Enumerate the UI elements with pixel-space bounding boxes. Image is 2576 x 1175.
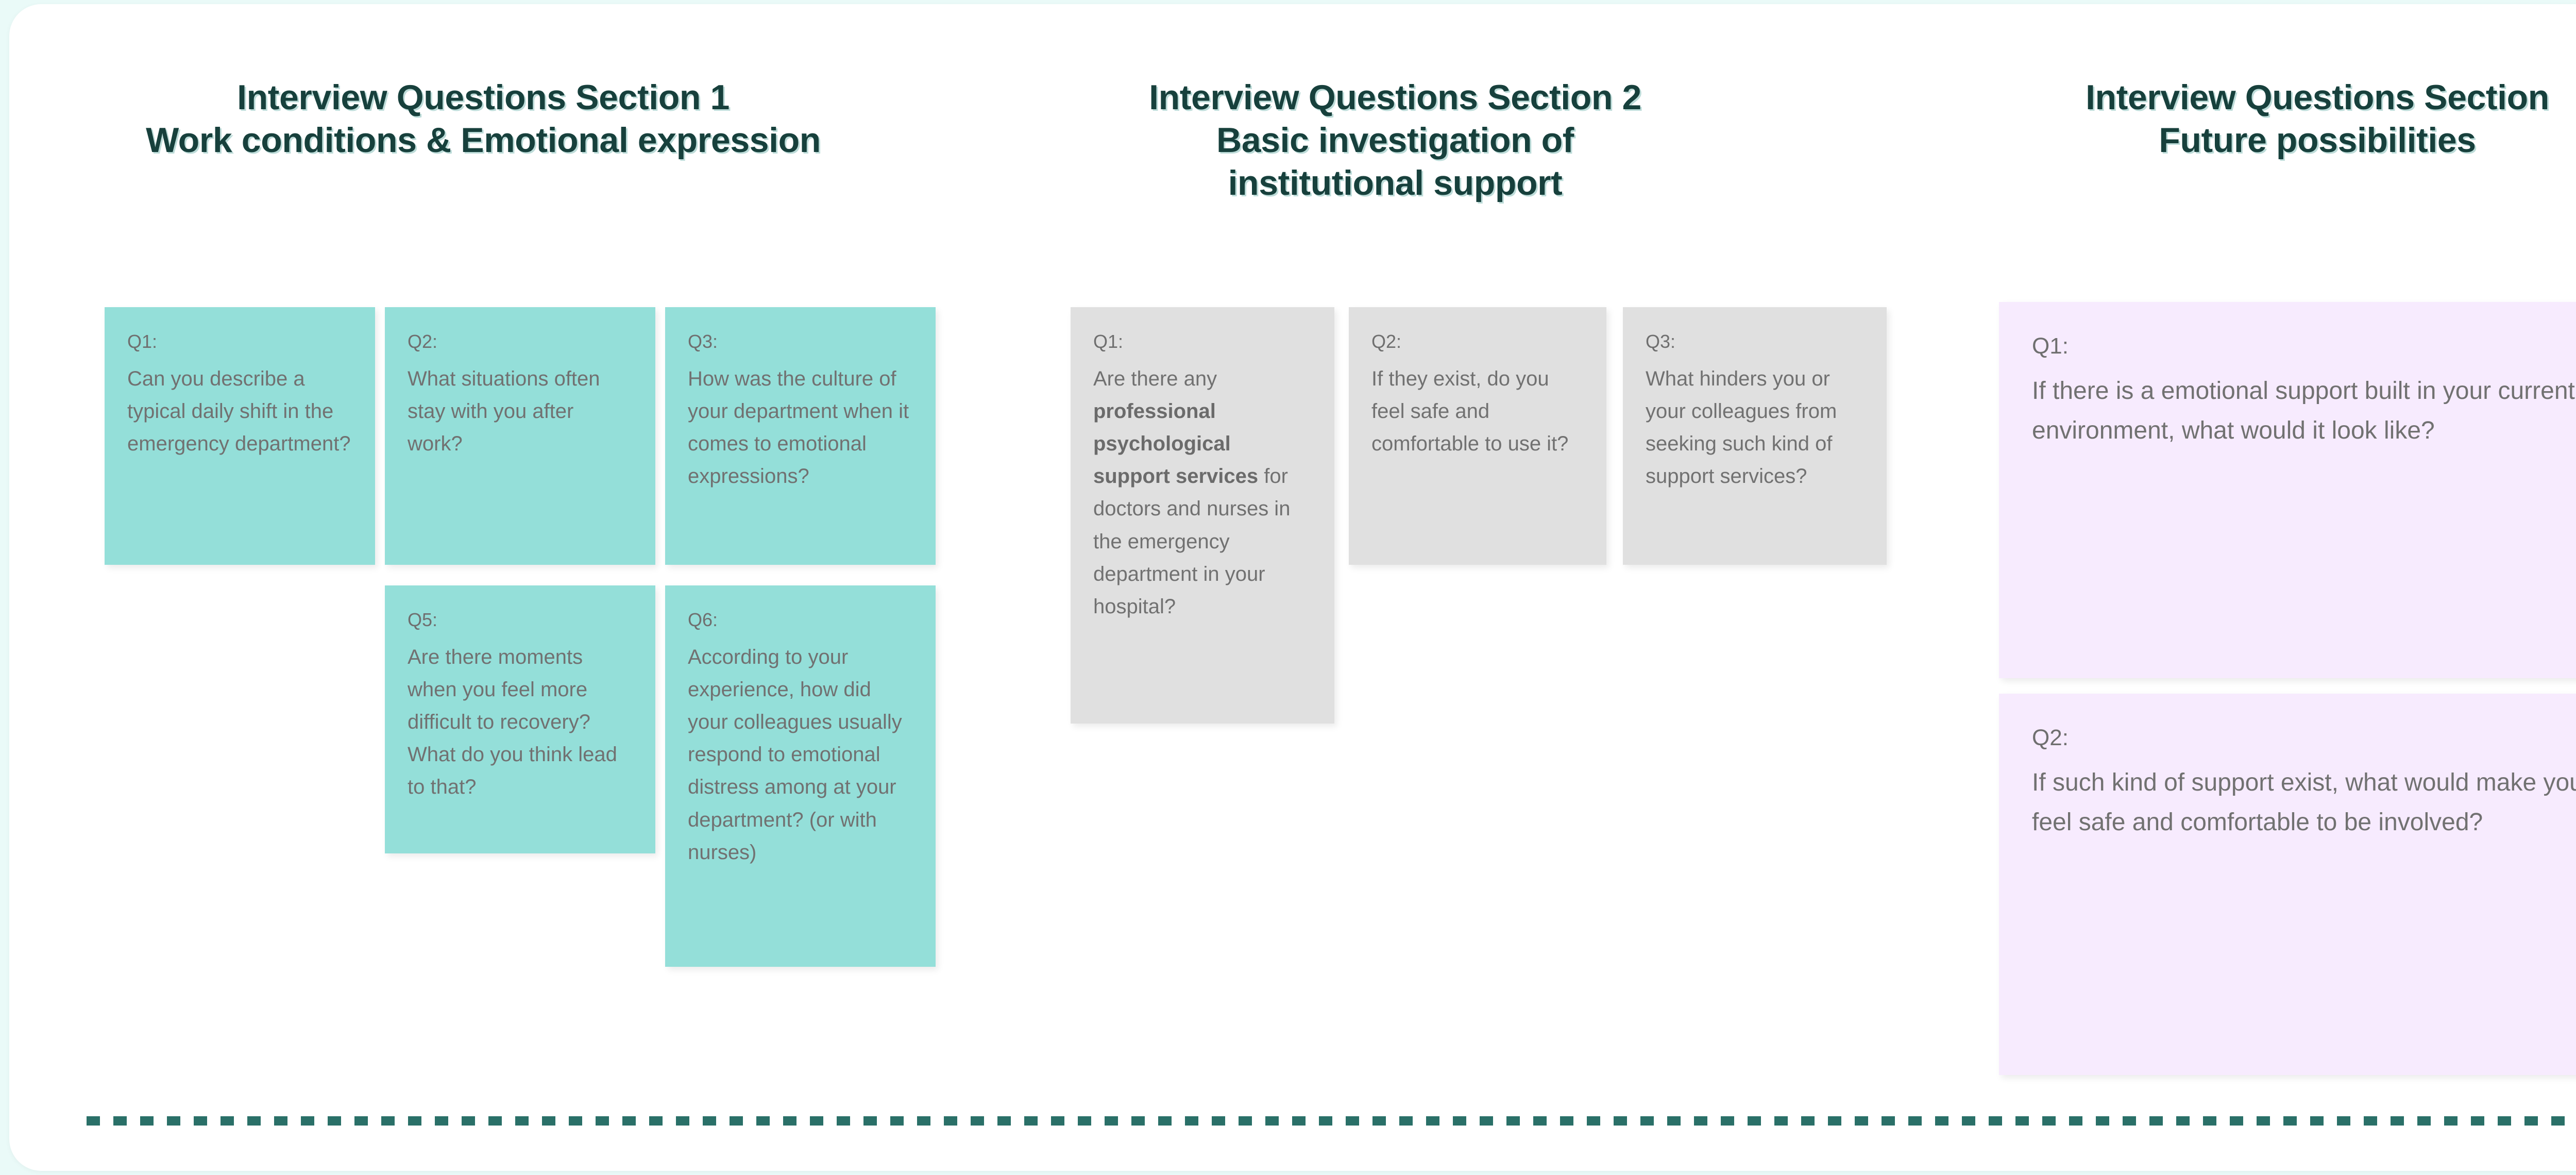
question-label: Q2: xyxy=(1371,331,1402,352)
question-text: How was the culture of your department w… xyxy=(688,367,909,488)
question-label: Q3: xyxy=(1646,331,1676,352)
question-label: Q2: xyxy=(408,331,438,352)
question-card-s1-q5[interactable]: Q5: Are there moments when you feel more… xyxy=(385,585,655,853)
question-label: Q5: xyxy=(408,609,438,630)
question-label: Q1: xyxy=(127,331,158,352)
question-label: Q2: xyxy=(2032,725,2069,750)
question-label: Q6: xyxy=(688,609,718,630)
question-card-s2-q1[interactable]: Q1: Are there any professional psycholog… xyxy=(1071,307,1334,724)
question-text: What hinders you or your colleagues from… xyxy=(1646,367,1837,488)
whiteboard-canvas: Interview Questions Section 1 Work condi… xyxy=(9,4,2576,1171)
section-2-heading: Interview Questions Section 2 Basic inve… xyxy=(1149,78,1641,203)
question-text-after: for doctors and nurses in the emergency … xyxy=(1093,465,1291,618)
timeline-arrow xyxy=(87,1101,2576,1147)
question-card-s1-q3[interactable]: Q3: How was the culture of your departme… xyxy=(665,307,936,565)
question-card-s2-q3[interactable]: Q3: What hinders you or your colleagues … xyxy=(1623,307,1887,565)
question-text: According to your experience, how did yo… xyxy=(688,645,902,864)
question-text: Are there moments when you feel more dif… xyxy=(408,645,617,799)
question-card-s3-q2[interactable]: Q2: If such kind of support exist, what … xyxy=(1999,694,2576,1075)
question-card-s2-q2[interactable]: Q2: If they exist, do you feel safe and … xyxy=(1349,307,1606,565)
question-text: Are there any professional psychological… xyxy=(1093,363,1312,624)
question-text: If such kind of support exist, what woul… xyxy=(2032,768,2576,836)
question-label: Q1: xyxy=(2032,333,2069,359)
question-card-s1-q2[interactable]: Q2: What situations often stay with you … xyxy=(385,307,655,565)
question-card-s3-q1[interactable]: Q1: If there is a emotional support buil… xyxy=(1999,302,2576,678)
question-card-s1-q6[interactable]: Q6: According to your experience, how di… xyxy=(665,585,936,967)
question-text: If there is a emotional support built in… xyxy=(2032,377,2575,444)
question-text-emphasis: professional psychological support servi… xyxy=(1093,399,1259,488)
question-card-s1-q1[interactable]: Q1: Can you describe a typical daily shi… xyxy=(105,307,375,565)
question-label: Q3: xyxy=(688,331,718,352)
question-text: What situations often stay with you afte… xyxy=(408,367,600,456)
dotted-line xyxy=(87,1116,2576,1126)
question-label: Q1: xyxy=(1093,331,1124,352)
question-text-before: Are there any xyxy=(1093,367,1217,390)
section-1-heading: Interview Questions Section 1 Work condi… xyxy=(146,78,821,160)
question-text: If they exist, do you feel safe and comf… xyxy=(1371,367,1569,456)
question-text: Can you describe a typical daily shift i… xyxy=(127,367,351,456)
section-3-heading: Interview Questions Section Future possi… xyxy=(2086,78,2549,160)
